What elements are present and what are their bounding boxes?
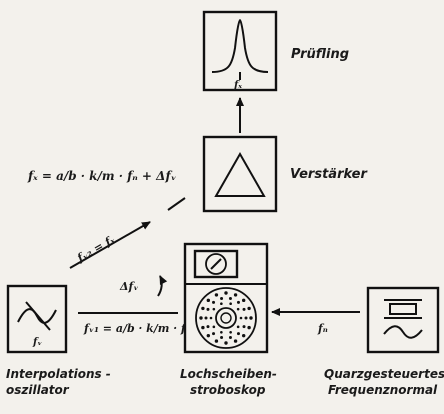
- resonance-curve-icon: [211, 18, 269, 73]
- disc-hole: [236, 307, 240, 311]
- signal-line-to-amplifier: [167, 197, 186, 211]
- disc-hole: [236, 332, 240, 336]
- disc-hole: [242, 325, 246, 329]
- formula-fv1: fᵥ₁ = a/b · k/m · fₙ: [83, 322, 191, 335]
- disc-hole: [204, 316, 208, 320]
- formula-fn: fₙ: [317, 322, 328, 335]
- disc-hole: [233, 293, 238, 297]
- stroboskop-label-line2: stroboskop: [190, 383, 266, 397]
- normal-label-line1: Quarzgesteuertes: [324, 367, 444, 381]
- disc-hole: [244, 316, 248, 320]
- stroboscope-meter-icon: [205, 253, 227, 275]
- oszillator-fv-label: fᵥ: [32, 337, 42, 348]
- disc-hole: [212, 300, 216, 304]
- dfv-arrow: [157, 275, 168, 297]
- disc-hole: [242, 307, 246, 311]
- normal-label-line2: Frequenznormal: [328, 383, 438, 397]
- disc-hole: [224, 291, 228, 295]
- disc-hole: [247, 306, 251, 311]
- pruefling-fx-label: fₓ: [233, 80, 242, 91]
- disc-hole: [249, 316, 253, 320]
- disc-hole: [224, 341, 228, 345]
- disc-hole: [220, 297, 224, 300]
- disc-hole: [241, 333, 246, 338]
- disc-hole: [236, 325, 240, 329]
- disc-hole: [228, 297, 232, 300]
- pruefling-label: Prüfling: [291, 47, 349, 62]
- quartz-normal-icon: [383, 299, 423, 339]
- formula-dfv: Δfᵥ: [119, 280, 139, 293]
- arrow-fv2: [69, 221, 151, 269]
- stroboskop-block: [183, 242, 269, 354]
- disc-hole: [206, 325, 210, 329]
- disc-hole: [236, 300, 240, 304]
- disc-hole: [212, 307, 216, 311]
- disc-hole: [201, 306, 205, 311]
- disc-hole: [212, 332, 216, 336]
- disc-hole: [220, 336, 224, 339]
- verstaerker-label: Verstärker: [290, 167, 368, 182]
- disc-hole: [229, 330, 232, 334]
- disc-hole: [239, 316, 243, 320]
- normal-block: [366, 286, 440, 354]
- disc-hole: [229, 302, 232, 306]
- disc-hole: [209, 316, 213, 320]
- pruefling-block: fₓ: [202, 10, 278, 92]
- formula-fv2: fᵥ₂ = fₓ: [74, 233, 117, 266]
- disc-hole: [206, 298, 211, 303]
- disc-hole: [247, 325, 251, 330]
- disc-hole: [241, 298, 246, 303]
- oszillator-label-line1: Interpolations -: [6, 367, 111, 381]
- disc-hole: [201, 325, 205, 330]
- amplifier-triangle-icon: [214, 151, 266, 197]
- disc-hole: [220, 302, 223, 306]
- disc-hole: [233, 339, 238, 343]
- oscillator-tilde-icon: [17, 301, 57, 331]
- disc-hole: [228, 336, 232, 339]
- oszillator-label-line2: oszillator: [6, 383, 70, 397]
- stroboskop-label-line1: Lochscheiben-: [180, 367, 277, 381]
- disc-hole: [220, 330, 223, 334]
- disc-hole: [206, 333, 211, 338]
- oszillator-block: fᵥ: [6, 284, 68, 354]
- disc-hole: [212, 325, 216, 329]
- formula-fx: fₓ = a/b · k/m · fₙ + Δfᵥ: [27, 169, 177, 183]
- disc-hole: [214, 293, 219, 297]
- verstaerker-block: [202, 135, 278, 213]
- stroboscope-disc-icon: [195, 287, 257, 349]
- disc-hole: [199, 316, 203, 320]
- disc-hole: [206, 307, 210, 311]
- disc-hole: [214, 339, 219, 343]
